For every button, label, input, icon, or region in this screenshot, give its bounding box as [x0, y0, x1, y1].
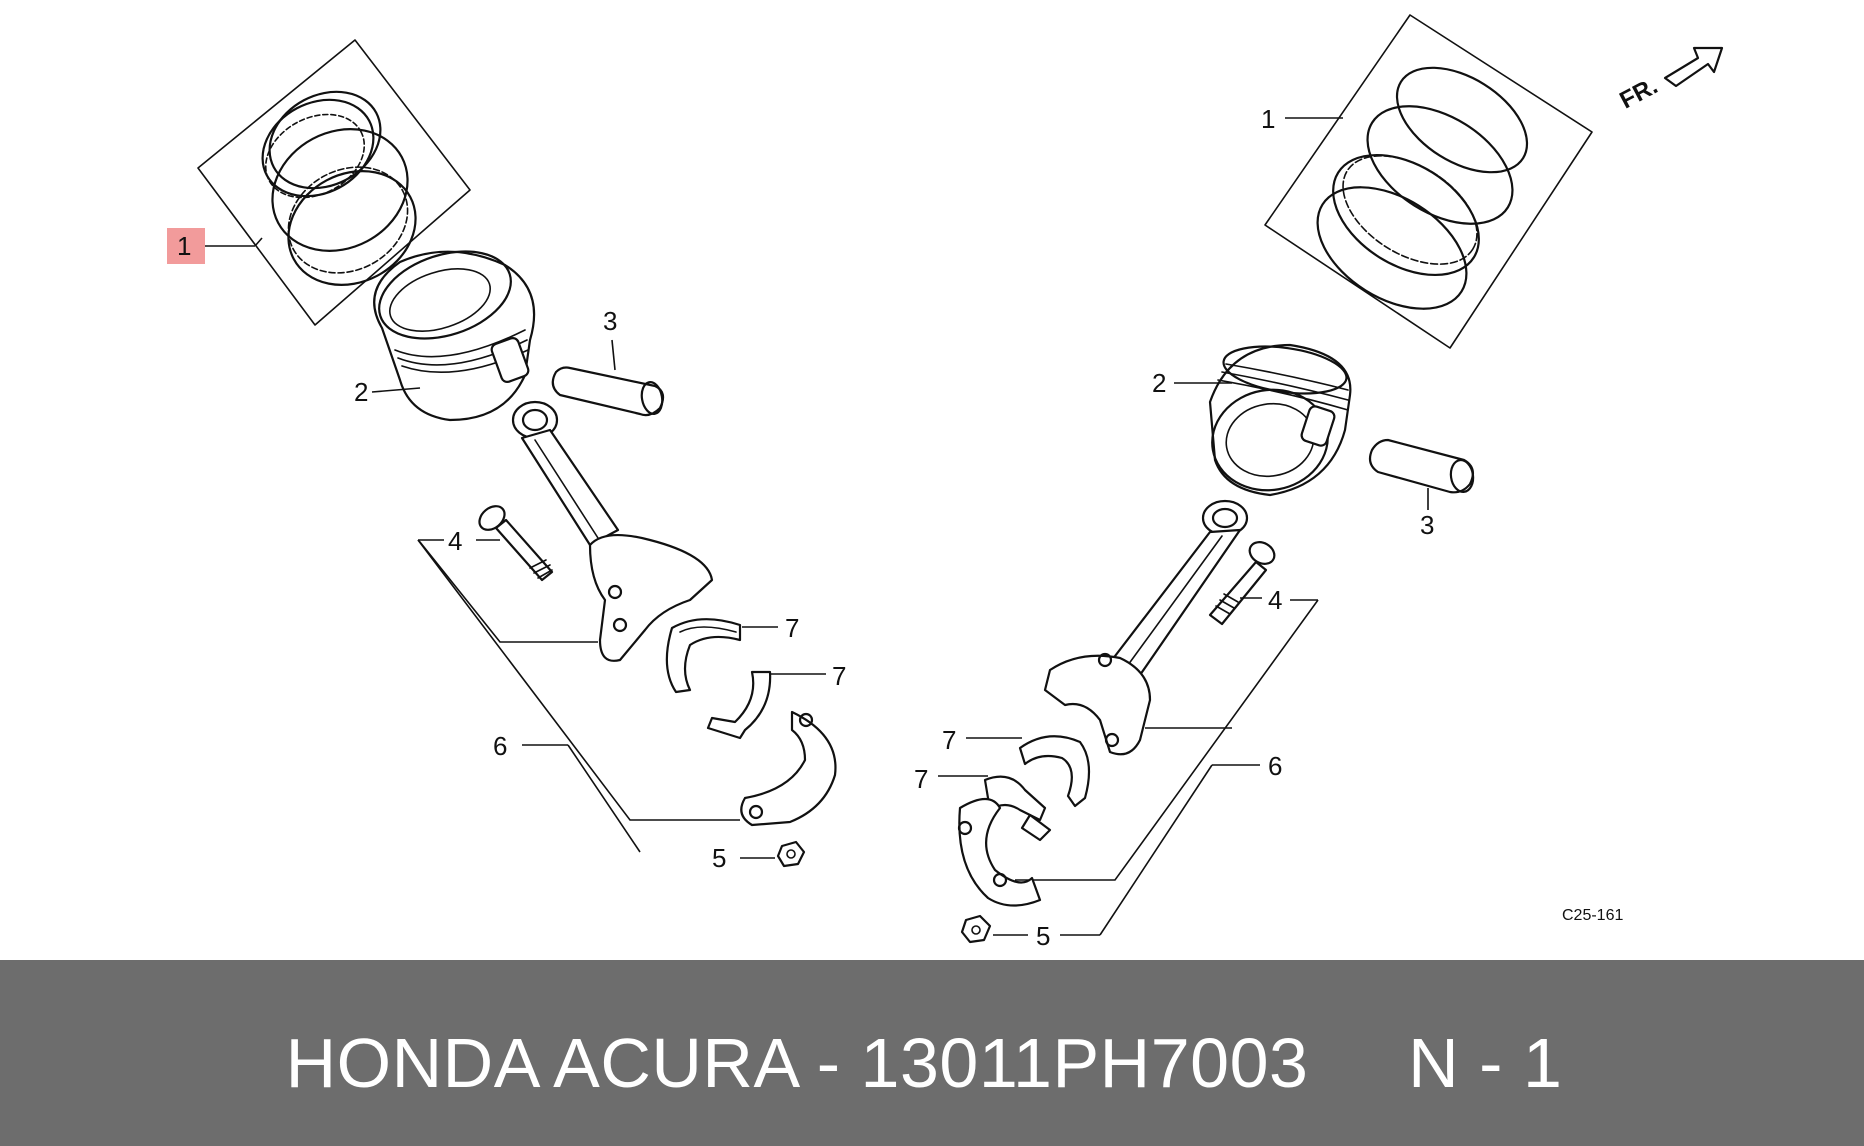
- callout-right-bearing-a: 7: [942, 725, 956, 755]
- right-bearing-upper[interactable]: [1018, 735, 1091, 808]
- left-bearing-lower[interactable]: [706, 670, 772, 740]
- left-bearing-upper[interactable]: [665, 618, 742, 694]
- callout-right-piston: 2: [1152, 368, 1166, 398]
- callout-left-ring-set: 1: [177, 231, 191, 261]
- left-piston-pin[interactable]: [551, 366, 665, 417]
- callout-right-pin: 3: [1420, 510, 1434, 540]
- part-number-caption: HONDA ACURA - 13011PH7003 N - 1: [285, 1024, 1563, 1102]
- parts-diagram: 1 2 3 6 4: [167, 14, 1724, 951]
- diagram-code: C25-161: [1562, 907, 1623, 924]
- callout-left-bearing-b: 7: [832, 661, 846, 691]
- callout-left-bearing-a: 7: [785, 613, 799, 643]
- callout-highlight: [167, 228, 205, 264]
- callout-left-rod: 6: [493, 731, 507, 761]
- footer-banner: HONDA ACURA - 13011PH7003 N - 1: [0, 960, 1864, 1146]
- right-piston-pin[interactable]: [1368, 438, 1475, 494]
- front-marker-label: FR.: [1615, 72, 1662, 114]
- callout-right-nut: 5: [1036, 921, 1050, 951]
- right-rod-nut[interactable]: [960, 914, 992, 944]
- callout-right-ring-set: 1: [1261, 104, 1275, 134]
- left-piston[interactable]: [368, 236, 536, 422]
- left-ring-set[interactable]: [197, 39, 471, 326]
- right-ring-set[interactable]: [1264, 14, 1593, 349]
- right-rod-bolt[interactable]: [1208, 538, 1278, 626]
- callout-right-rod: 6: [1268, 751, 1282, 781]
- left-connecting-rod[interactable]: [511, 400, 714, 662]
- front-direction-arrow: [1663, 46, 1724, 88]
- callout-left-bolt: 4: [448, 526, 462, 556]
- right-rod-cap[interactable]: [957, 797, 1042, 907]
- callout-left-piston: 2: [354, 377, 368, 407]
- left-rod-nut[interactable]: [776, 840, 806, 868]
- callout-left-pin: 3: [603, 306, 617, 336]
- left-rod-bolt[interactable]: [475, 501, 554, 582]
- right-connecting-rod[interactable]: [1043, 499, 1249, 756]
- callout-left-nut: 5: [712, 843, 726, 873]
- callout-right-bearing-b: 7: [914, 764, 928, 794]
- callout-right-bolt: 4: [1268, 585, 1282, 615]
- right-bearing-lower[interactable]: [983, 775, 1052, 842]
- right-piston[interactable]: [1204, 340, 1352, 500]
- left-rod-cap[interactable]: [740, 710, 837, 827]
